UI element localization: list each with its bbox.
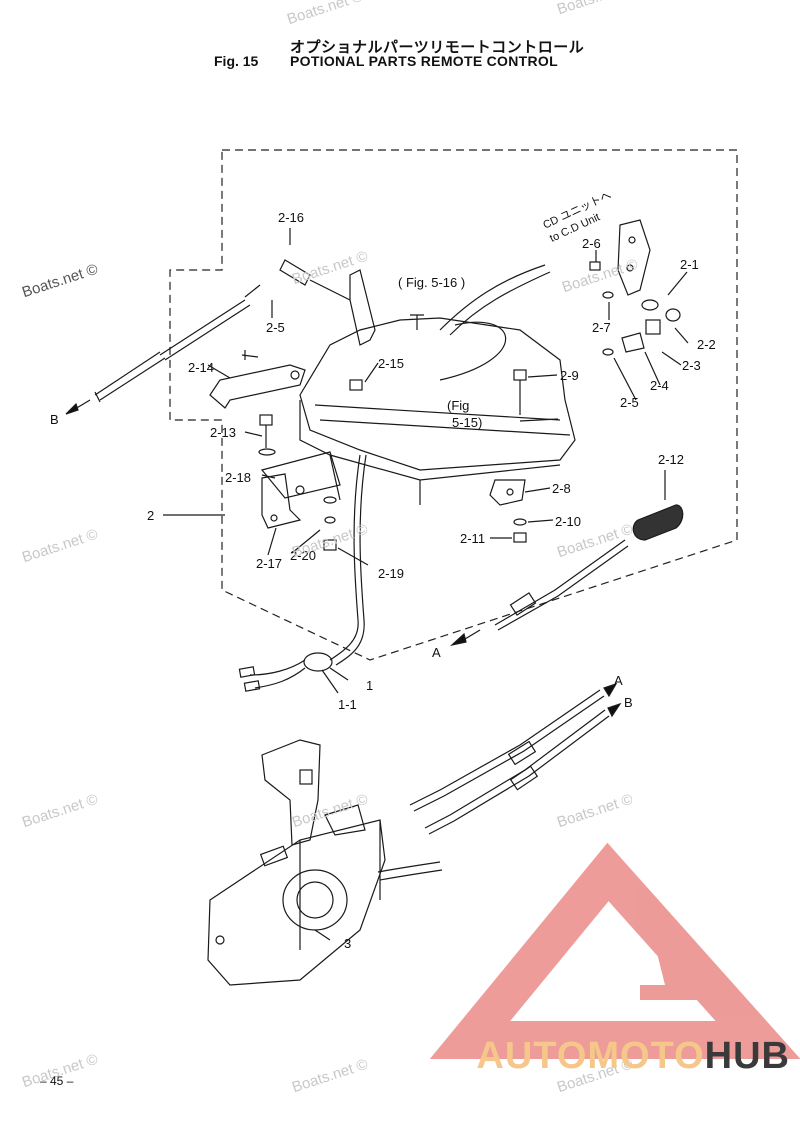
callout-2-14: 2-14 [188,360,215,375]
callout-2-3: 2-3 [682,358,701,373]
cable-b-lower [424,709,610,835]
callout-1: 1 [366,678,374,693]
callout-2-13: 2-13 [210,425,237,440]
page-number: – 45 – [40,1074,74,1088]
callout-2-16: 2-16 [278,210,305,225]
callout-3: 3 [344,936,352,951]
brand-logo-icon [429,842,800,1059]
remote-control-box [207,819,386,986]
control-lever [261,739,321,846]
dashed-boundary [169,149,738,661]
callout-2-15: 2-15 [378,356,405,371]
callout-a-lower: A [614,673,623,688]
callout-2-19: 2-19 [378,566,405,581]
cable-b-upper [94,299,251,403]
grommet-2-12 [632,504,684,541]
callout-2-12: 2-12 [658,452,685,467]
callout-2-5: 2-5 [266,320,285,335]
callout-fig-5-16: ( Fig. 5-16 ) [398,275,466,290]
brand-wordmark: AUTOMOTOHUB [476,1035,790,1078]
callout-2-8: 2-8 [552,481,571,496]
callout-b-lower: B [624,695,633,710]
title-japanese: オプショナルパーツリモートコントロール [290,38,585,56]
wire-harness [329,454,361,661]
callout-b-upper: B [50,412,59,427]
title-english: POTIONAL PARTS REMOTE CONTROL [290,53,558,69]
control-base [299,317,576,471]
cable-a [494,539,629,631]
callout-2-2: 2-2 [697,337,716,352]
brand-wordmark-part-2: HUB [704,1035,790,1077]
callout-2-7: 2-7 [592,320,611,335]
callout-2: 2 [147,508,155,523]
figure-number: Fig. 15 [214,53,259,69]
callout-a-middle: A [432,645,441,660]
callout-2-6: 2-6 [582,236,601,251]
bracket-2-14 [209,364,306,409]
callout-2-17: 2-17 [256,556,283,571]
callout-2-5-right: 2-5 [620,395,639,410]
callout-2-4: 2-4 [650,378,669,393]
callout-fig-5-15-a: (Fig [447,398,470,413]
callout-2-9: 2-9 [560,368,579,383]
callout-2-20: 2-20 [290,548,317,563]
callout-2-10: 2-10 [555,514,582,529]
bracket-2-1 [617,219,651,296]
callout-1-1: 1-1 [338,697,357,712]
brand-wordmark-part-1: AUTOMOTO [476,1035,705,1077]
cd-cable-1 [439,264,546,331]
bracket-2-17 [261,473,302,529]
callout-2-1: 2-1 [680,257,699,272]
callout-2-18: 2-18 [225,470,252,485]
callout-2-11: 2-11 [460,531,486,546]
callout-fig-5-15-b: 5-15) [452,415,483,430]
cable-a-lower [409,689,605,812]
